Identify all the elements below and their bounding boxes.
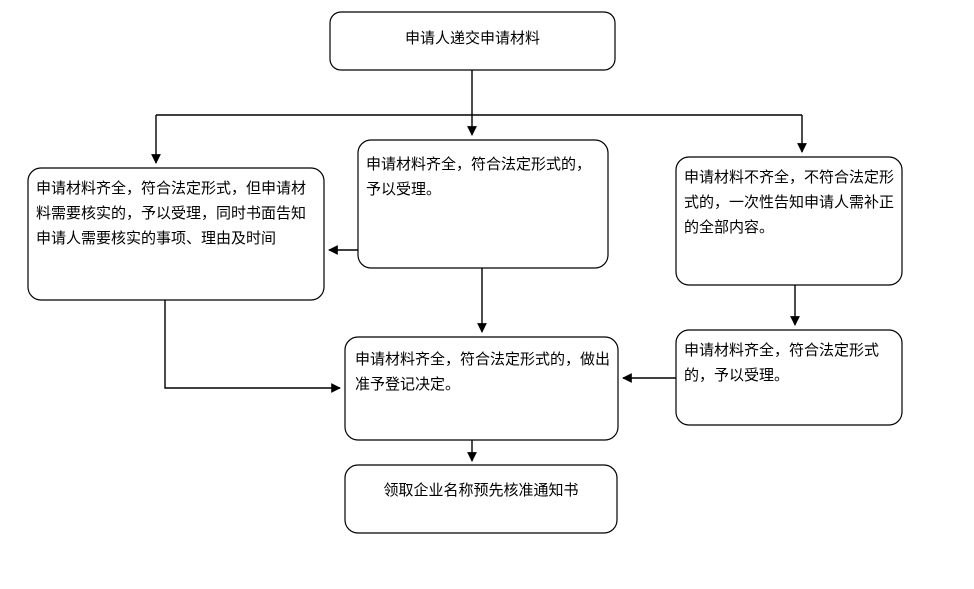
submit-application-label: 申请人递交申请材料: [404, 29, 540, 47]
receive-notice-box: [344, 464, 618, 534]
approve-registration-label: 申请材料齐全，符合法定形式的，做出准予登记决定。: [355, 350, 611, 393]
approve-registration-box: [344, 336, 619, 441]
incomplete-notify-label: 申请材料不齐全，不符合法定形式的，一次性告知申请人需补正的全部内容。: [684, 168, 895, 236]
accept-after-correction-label: 申请材料齐全，符合法定形式的，予以受理。: [684, 341, 880, 384]
verify-to-approve-connector: [164, 300, 341, 393]
accept-with-verification-box: [27, 167, 325, 301]
accept-complete-box: [357, 139, 609, 269]
incomplete-notify-box: [675, 156, 903, 286]
accept-complete-label: 申请材料齐全，符合法定形式的，予以受理。: [366, 155, 592, 198]
accept-with-verification-label: 申请材料齐全，符合法定形式，但申请材料需要核实的，予以受理，同时书面告知申请人需…: [36, 179, 307, 247]
receive-notice-label: 领取企业名称预先核准通知书: [383, 481, 579, 499]
